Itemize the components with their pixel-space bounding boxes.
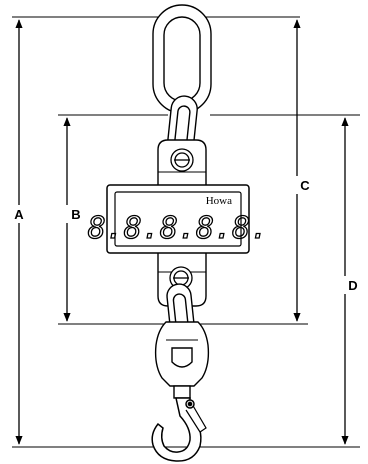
brand-label: Howa [206,195,232,207]
dimension-label-b: B [71,207,80,222]
upper-bolt [170,148,194,172]
dimension-label-a: A [14,207,24,222]
display-readout: 8.8.8.8.8. [88,211,269,246]
hook [151,397,207,462]
lower-bolt [169,266,193,290]
dimension-label-d: D [348,278,357,293]
hook-swivel [154,321,210,399]
display-panel [106,184,250,254]
top-shackle [152,4,212,114]
dimension-label-c: C [300,178,310,193]
